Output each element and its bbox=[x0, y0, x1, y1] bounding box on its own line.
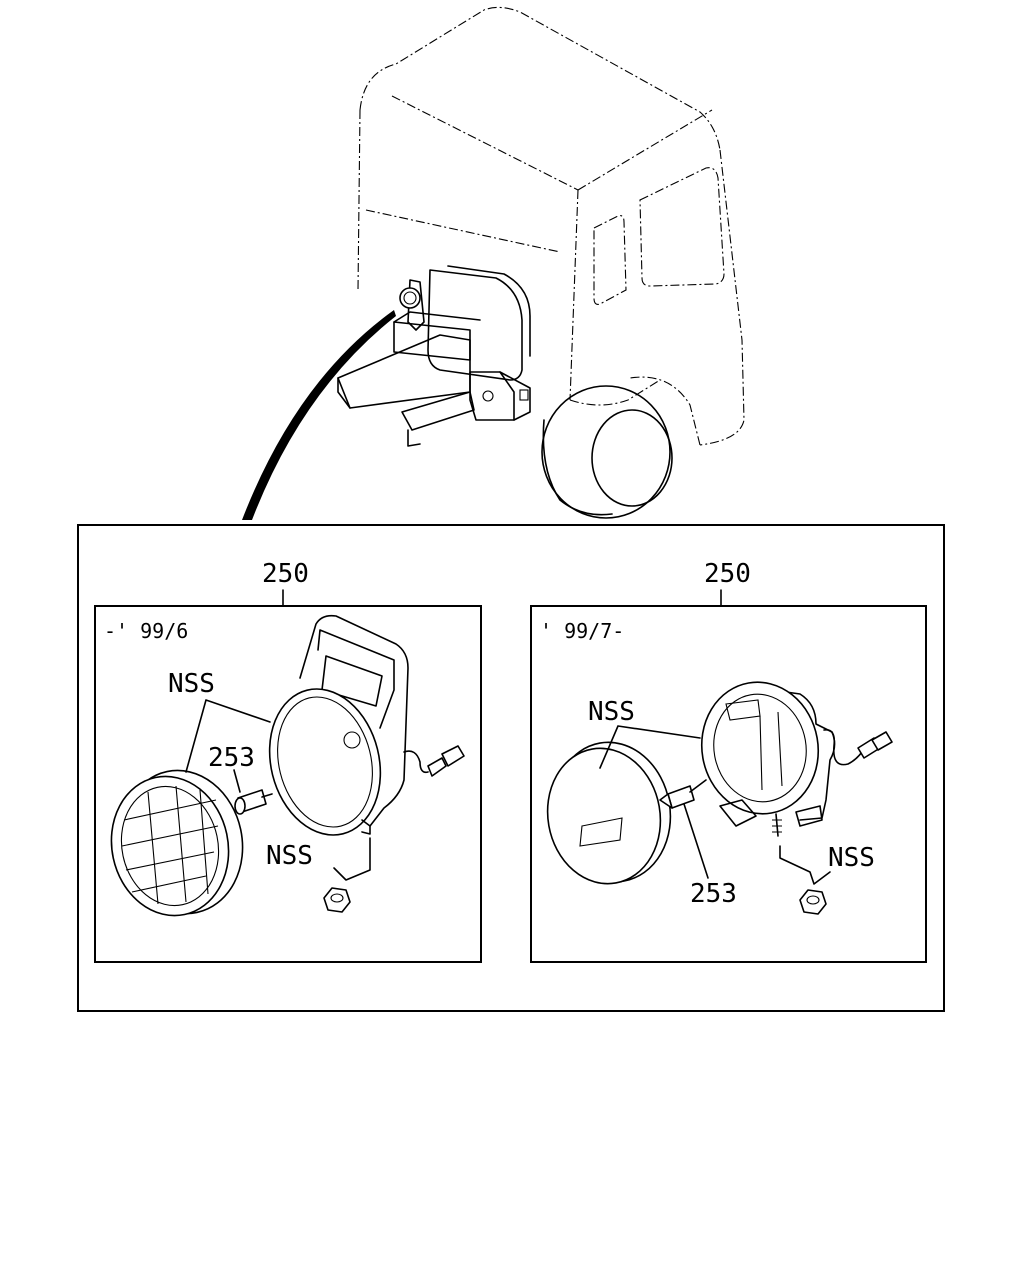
left-variant-panel: 250 -' 99/6 bbox=[94, 559, 482, 963]
right-nut bbox=[799, 889, 827, 915]
right-date-range: ' 99/7- bbox=[540, 619, 624, 643]
left-nut bbox=[323, 887, 351, 913]
left-part-number: 250 bbox=[262, 559, 309, 589]
right-nut-nss-label: NSS bbox=[828, 843, 875, 873]
detail-frame bbox=[77, 524, 945, 1012]
truck-cab-illustration bbox=[242, 6, 745, 520]
right-variant-panel: 250 ' 99/7- bbox=[530, 559, 927, 963]
left-lamp-housing bbox=[268, 614, 465, 836]
right-nss-label: NSS bbox=[588, 697, 635, 727]
right-part-number: 250 bbox=[704, 559, 751, 589]
right-253-label: 253 bbox=[690, 879, 737, 909]
left-253-label: 253 bbox=[208, 743, 255, 773]
left-nss-label: NSS bbox=[168, 669, 215, 699]
left-lamp-lens bbox=[110, 769, 244, 917]
left-date-range: -' 99/6 bbox=[104, 619, 188, 643]
right-lamp-housing bbox=[700, 681, 893, 837]
right-bulb bbox=[659, 779, 707, 809]
right-lamp-lens bbox=[546, 741, 672, 885]
left-nut-nss-label: NSS bbox=[266, 841, 313, 871]
left-bulb bbox=[234, 789, 273, 815]
